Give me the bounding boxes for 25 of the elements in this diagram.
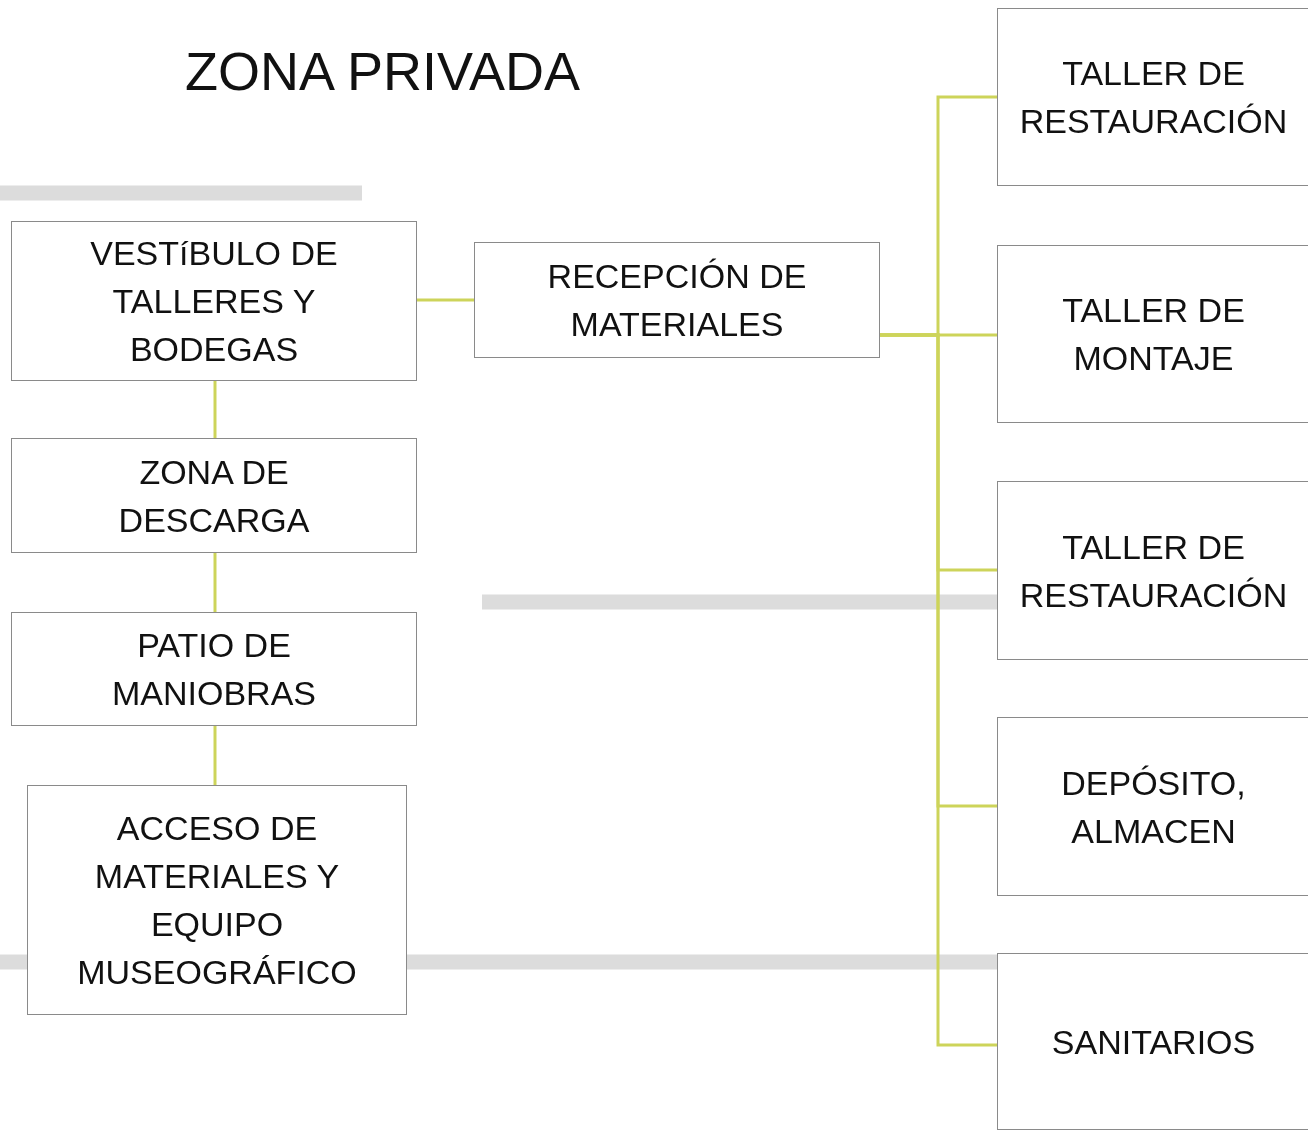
connector-line (213, 726, 217, 785)
connector-line (213, 381, 217, 438)
room-label: ACCESO DE MATERIALES Y EQUIPO MUSEOGRÁFICO (76, 808, 358, 993)
room-box (474, 242, 880, 358)
room-label: RECEPCIÓN DE MATERIALES (546, 256, 808, 345)
room-box (997, 8, 1308, 186)
room-box (11, 612, 417, 726)
connector-line (417, 298, 474, 302)
connector-line (213, 553, 217, 612)
room-box (11, 438, 417, 553)
room-box (997, 481, 1308, 660)
title: ZONA PRIVADA (185, 40, 581, 102)
room-label: DEPÓSITO, ALMACEN (1060, 762, 1247, 852)
room-box (11, 221, 417, 381)
room-label: ZONA DE DESCARGA (117, 451, 311, 541)
room-label: TALLER DE RESTAURACIÓN (1018, 53, 1289, 142)
room-box (997, 953, 1308, 1130)
room-label: VESTíBULO DE TALLERES Y BODEGAS (89, 233, 339, 370)
room-label: SANITARIOS (1051, 1021, 1256, 1063)
room-box (27, 785, 407, 1015)
room-label: PATIO DE MANIOBRAS (110, 625, 317, 714)
room-label: TALLER DE MONTAJE (1061, 290, 1246, 379)
room-box (997, 245, 1308, 423)
room-label: TALLER DE RESTAURACIÓN (1018, 526, 1289, 616)
room-box (997, 717, 1308, 896)
